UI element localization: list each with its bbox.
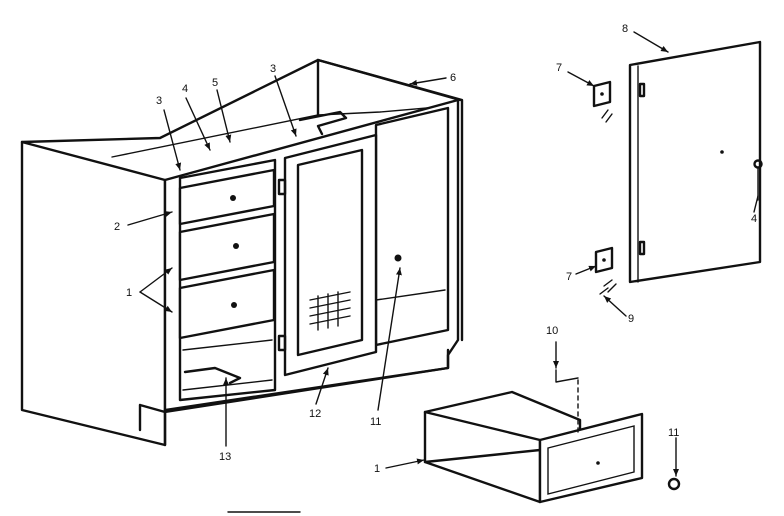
exploded-door-assembly — [592, 40, 763, 295]
callout-4-cabinet: 4 — [182, 83, 188, 95]
callout-7-upper: 7 — [556, 62, 562, 74]
callout-8: 8 — [622, 23, 628, 35]
exploded-door-panel — [628, 40, 762, 284]
door-hinge-upper — [277, 178, 287, 196]
callout-4-door: 4 — [751, 213, 757, 225]
callout-3-left: 3 — [156, 95, 162, 107]
door-hinge-pin-upper — [638, 82, 646, 98]
cabinet-door — [283, 133, 378, 377]
drawer-guide-screw — [555, 369, 579, 383]
door-hinge-pin-lower — [638, 240, 646, 256]
callout-6: 6 — [450, 72, 456, 84]
drawer-front-top — [178, 168, 276, 226]
callout-2: 2 — [114, 221, 120, 233]
installed-drawers — [178, 168, 276, 385]
callout-13: 13 — [219, 451, 231, 463]
door-hinge-lower — [277, 334, 287, 352]
drawer-front-bottom — [178, 268, 276, 340]
door-knob — [394, 254, 402, 262]
drawer-slide — [183, 366, 242, 385]
callout-7-lower: 7 — [566, 271, 572, 283]
top-support-bracket — [298, 110, 348, 136]
hinge-screws-lower — [599, 279, 617, 295]
hinge-screws-upper — [601, 109, 613, 123]
door-lattice-detail — [309, 291, 351, 331]
callout-10: 10 — [546, 325, 558, 337]
exploded-drawer-assembly — [423, 369, 681, 504]
callout-12: 12 — [309, 408, 321, 420]
callout-1-exploded-drawer: 1 — [374, 463, 380, 475]
callout-3-right: 3 — [270, 63, 276, 75]
cabinet-base — [138, 348, 450, 447]
drawer-front-middle — [178, 212, 276, 282]
drawer-knob-bottom — [231, 302, 237, 308]
callout-9: 9 — [628, 313, 634, 325]
drawer-knob-exploded — [667, 477, 681, 491]
callout-5: 5 — [212, 77, 218, 89]
cabinet-back-panel — [316, 58, 464, 342]
drawer-knob-top — [230, 195, 236, 201]
callout-11-drawer: 11 — [668, 427, 679, 439]
drawer-knob-middle — [233, 243, 239, 249]
installed-door — [277, 133, 402, 377]
callout-labels: 1 1 2 3 3 4 4 5 6 7 7 8 9 10 11 11 12 13 — [114, 23, 757, 475]
exploded-drawer-front — [538, 412, 644, 504]
callout-11-door: 11 — [370, 416, 381, 428]
callout-leaders — [127, 31, 759, 477]
callout-1-cabinet-drawers: 1 — [126, 287, 132, 299]
